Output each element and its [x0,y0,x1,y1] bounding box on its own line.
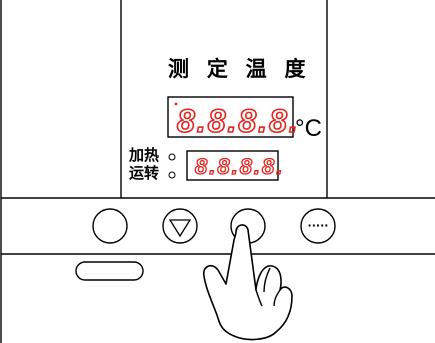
card-slot [75,261,144,281]
running-label: 运转 [129,164,159,182]
display-indicator-dot [174,102,178,106]
menu-button[interactable]: ····· [300,208,336,244]
running-indicator-lamp [168,171,176,179]
heating-label: 加热 [128,146,159,164]
dots-icon: ····· [308,219,329,232]
down-button[interactable] [162,208,198,244]
heating-indicator-lamp [168,153,176,161]
temperature-unit: °C [295,115,322,142]
blank-button[interactable] [92,208,128,244]
measured-temperature-display: 8.8.8.8. [167,96,300,140]
pressing-hand-icon [202,224,293,341]
down-arrow-icon [168,219,192,238]
setpoint-value: 8.8.8.8. [195,154,284,179]
setpoint-display: 8.8.8.8. [186,150,284,181]
panel-title: 测 定 温 度 [168,57,312,81]
measured-temperature-value: 8.8.8.8. [177,103,300,139]
